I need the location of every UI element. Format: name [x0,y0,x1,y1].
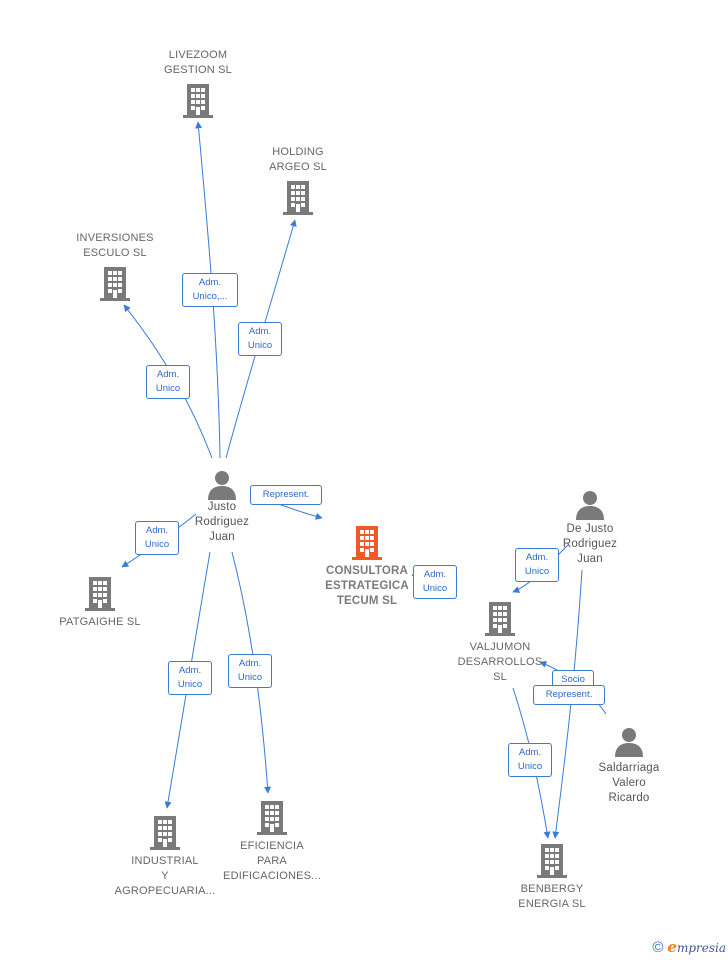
badge-adm-unico-holding[interactable]: Adm. Unico [238,322,282,356]
person-icon [575,490,605,520]
building-icon [485,602,515,636]
badge-represent-valjumon[interactable]: Represent. [533,685,605,705]
node-patgaighe[interactable]: PATGAIGHE SL [50,577,150,630]
node-eficiencia-edificaciones[interactable]: EFICIENCIA PARA EDIFICACIONES... [212,801,332,884]
badge-represent-consultora[interactable]: Represent. [250,485,322,505]
empresia-logo[interactable]: empresia [667,938,726,956]
building-icon [537,844,567,878]
node-label: Saldarriaga Valero Ricardo [598,762,660,804]
node-benbergy-energia[interactable]: BENBERGY ENERGIA SL [502,844,602,912]
badge-adm-unico-valjumon[interactable]: Adm. Unico [515,548,559,582]
person-icon [207,470,237,500]
building-icon [183,84,213,118]
building-icon [100,267,130,301]
node-industrial-agropecuaria[interactable]: INDUSTRIAL Y AGROPECUARIA... [105,816,225,899]
node-label: CONSULTORA ESTRATEGICA TECUM SL [325,565,409,607]
node-label: INVERSIONES ESCULO SL [76,232,154,259]
node-label: EFICIENCIA PARA EDIFICACIONES... [223,840,321,882]
node-label: Justo Rodriguez Juan [194,501,250,543]
badge-adm-unico-consultora[interactable]: Adm. Unico [413,565,457,599]
node-consultora-estrategica-tecum[interactable]: CONSULTORA ESTRATEGICA TECUM SL [312,526,422,609]
node-saldarriaga-valero-ricardo[interactable]: Saldarriaga Valero Ricardo [586,727,672,806]
badge-adm-unico-eficiencia[interactable]: Adm. Unico [228,654,272,688]
badge-adm-unico-patgaighe[interactable]: Adm. Unico [135,521,179,555]
badge-adm-unico-benbergy[interactable]: Adm. Unico [508,743,552,777]
badge-adm-unico-livezoom[interactable]: Adm. Unico,... [182,273,238,307]
node-label: BENBERGY ENERGIA SL [518,883,586,910]
building-icon [150,816,180,850]
footer-brand: © empresia [652,938,726,956]
person-icon [614,727,644,757]
building-icon [283,181,313,215]
node-label: LIVEZOOM GESTION SL [163,49,233,76]
copyright-icon: © [652,938,664,956]
node-de-justo-rodriguez-juan[interactable]: De Justo Rodriguez Juan [548,490,632,567]
node-label: VALJUMON DESARROLLOS SL [457,641,543,683]
badge-adm-unico-industrial[interactable]: Adm. Unico [168,661,212,695]
badge-adm-unico-inversiones[interactable]: Adm. Unico [146,365,190,399]
node-inversiones[interactable]: INVERSIONES ESCULO SL [60,231,170,301]
building-icon [352,526,382,560]
node-label: De Justo Rodriguez Juan [562,523,618,565]
node-livezoom[interactable]: LIVEZOOM GESTION SL [148,48,248,118]
node-valjumon-desarrollos[interactable]: VALJUMON DESARROLLOS SL [446,602,554,685]
node-justo-rodriguez-juan[interactable]: Justo Rodriguez Juan [180,470,264,545]
node-label: HOLDING ARGEO SL [269,146,327,173]
building-icon [257,801,287,835]
node-holding[interactable]: HOLDING ARGEO SL [248,145,348,215]
node-label: PATGAIGHE SL [59,616,141,628]
edge-justo-livezoom [195,121,221,459]
building-icon [85,577,115,611]
node-label: INDUSTRIAL Y AGROPECUARIA... [114,855,216,897]
edge-dejusto-benbergy [552,569,583,839]
